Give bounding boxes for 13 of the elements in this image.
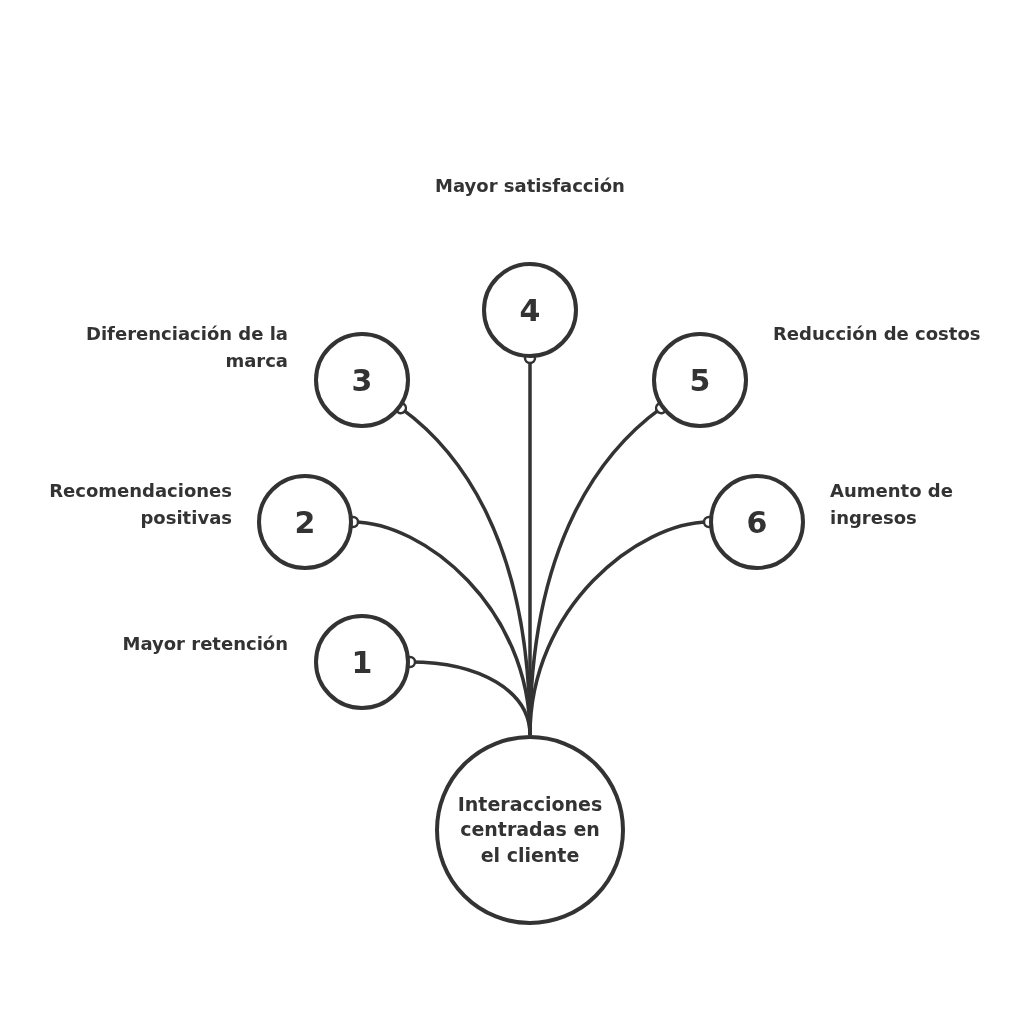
circle-number: 6	[746, 504, 768, 540]
benefit-label: Recomendaciones positivas	[48, 479, 232, 530]
benefit-label: Aumento de ingresos	[830, 479, 954, 530]
benefit-label: Reducción de costos	[773, 322, 982, 346]
circle-text: Interacciones centradas en el cliente	[456, 791, 604, 868]
benefit-label: Mayor satisfacción	[434, 174, 626, 198]
benefit-label: Diferenciación de la marca	[85, 322, 288, 373]
circle-number: 3	[351, 362, 373, 398]
circle-number: 2	[294, 504, 316, 540]
benefit-label: Mayor retención	[121, 632, 288, 656]
circle-number: 5	[689, 362, 711, 398]
circle-number: 4	[519, 292, 541, 328]
circle-number: 1	[351, 644, 373, 680]
